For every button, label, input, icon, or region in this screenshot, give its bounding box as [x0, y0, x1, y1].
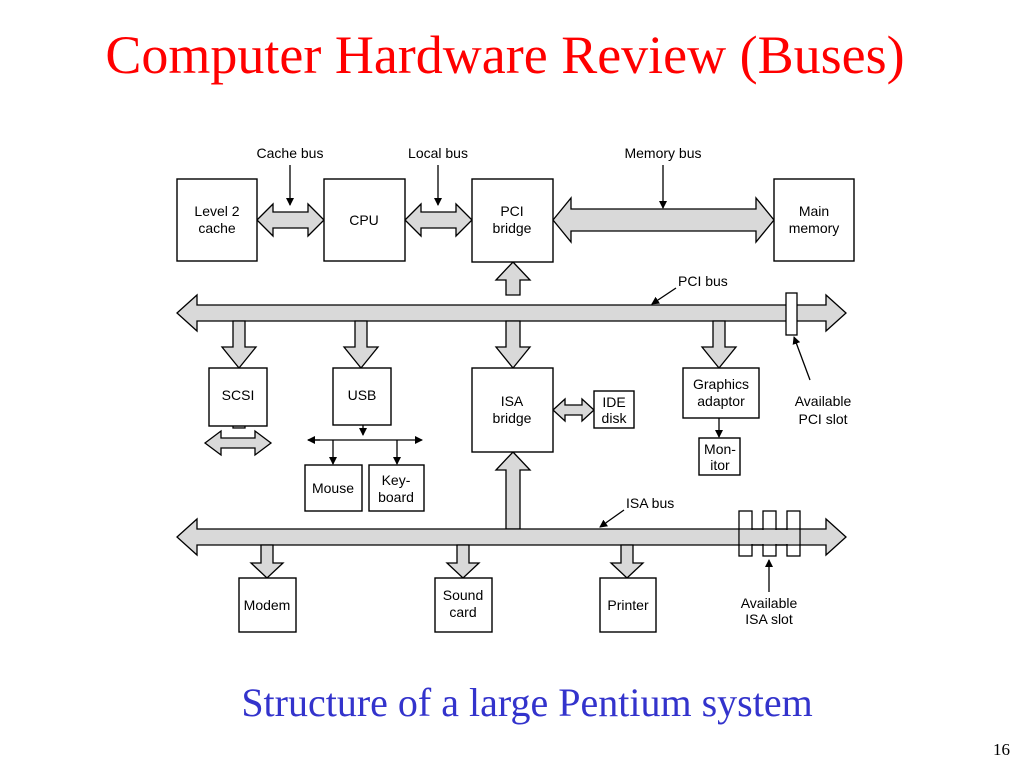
pci-bus-pointer — [651, 287, 677, 305]
svg-text:bridge: bridge — [493, 410, 532, 426]
main-memory-box: Main memory — [773, 178, 855, 262]
sound-card-box: Sound card — [434, 577, 493, 633]
isa-to-printer-arrow — [609, 544, 645, 579]
monitor-box: Mon- itor — [698, 437, 741, 476]
svg-text:CPU: CPU — [349, 212, 379, 228]
local-bus-arrow — [404, 202, 473, 238]
svg-text:ISA: ISA — [501, 393, 524, 409]
svg-text:Key-: Key- — [382, 472, 411, 488]
scsi-cable-arrow — [203, 429, 273, 457]
scsi-box: SCSI — [208, 367, 268, 427]
available-isa-slot-label: Available ISA slot — [741, 595, 798, 627]
modem-box: Modem — [238, 577, 297, 633]
graphics-adaptor-box: Graphics adaptor — [682, 367, 760, 419]
pci-to-usb-arrow — [342, 320, 380, 370]
svg-text:itor: itor — [710, 457, 730, 473]
pci-bridge-box: PCI bridge — [471, 178, 554, 263]
svg-text:Level 2: Level 2 — [194, 203, 239, 219]
pci-to-graphics-arrow — [700, 320, 738, 370]
isa-to-sound-card-arrow — [445, 544, 481, 579]
svg-text:adaptor: adaptor — [697, 393, 745, 409]
svg-text:Graphics: Graphics — [693, 376, 749, 392]
svg-text:Main: Main — [799, 203, 829, 219]
svg-text:IDE: IDE — [602, 394, 625, 410]
local-bus-label: Local bus — [408, 145, 468, 161]
pci-bridge-link-arrow — [494, 261, 532, 296]
pci-bus-label: PCI bus — [678, 273, 728, 289]
isa-bridge-box: ISA bridge — [471, 367, 554, 453]
svg-text:Mon-: Mon- — [704, 441, 736, 457]
svg-text:Available: Available — [795, 393, 852, 409]
page-number: 16 — [993, 740, 1010, 759]
svg-text:ISA slot: ISA slot — [745, 611, 793, 627]
svg-text:Printer: Printer — [607, 597, 649, 613]
pci-to-isa-bridge-arrow — [494, 320, 532, 370]
svg-text:USB: USB — [348, 387, 377, 403]
keyboard-box: Key- board — [368, 464, 425, 512]
mouse-box: Mouse — [304, 464, 363, 512]
ide-link-arrow — [552, 397, 595, 423]
slide-title: Computer Hardware Review (Buses) — [105, 25, 905, 85]
pci-to-scsi-arrow — [220, 320, 258, 370]
isa-bus — [176, 517, 847, 557]
cache-bus-label: Cache bus — [257, 145, 324, 161]
memory-bus-label: Memory bus — [624, 145, 701, 161]
level2-cache-box: Level 2 cache — [176, 178, 258, 262]
svg-text:disk: disk — [602, 410, 628, 426]
svg-text:cache: cache — [198, 220, 236, 236]
svg-text:PCI: PCI — [500, 203, 523, 219]
isa-to-modem-arrow — [249, 544, 285, 579]
isa-slot-band — [740, 530, 799, 544]
pci-slot-marker — [785, 292, 798, 336]
cpu-box: CPU — [323, 178, 406, 262]
pci-bus — [176, 293, 847, 333]
svg-text:PCI slot: PCI slot — [798, 411, 847, 427]
isa-bridge-link-arrow — [494, 451, 532, 530]
printer-box: Printer — [599, 577, 657, 633]
svg-text:bridge: bridge — [493, 220, 532, 236]
svg-text:Mouse: Mouse — [312, 480, 354, 496]
svg-text:Modem: Modem — [244, 597, 291, 613]
svg-text:memory: memory — [789, 220, 840, 236]
svg-text:Available: Available — [741, 595, 798, 611]
cache-bus-arrow — [256, 202, 325, 238]
pci-slot-pointer — [792, 336, 811, 381]
svg-text:Sound: Sound — [443, 587, 483, 603]
ide-disk-box: IDE disk — [593, 390, 635, 429]
isa-bus-label: ISA bus — [626, 495, 674, 511]
svg-text:card: card — [449, 604, 476, 620]
figure-caption: Structure of a large Pentium system — [241, 680, 813, 725]
usb-box: USB — [332, 367, 392, 426]
svg-text:SCSI: SCSI — [222, 387, 255, 403]
isa-bus-pointer — [599, 509, 625, 528]
svg-text:board: board — [378, 489, 414, 505]
available-pci-slot-label: Available PCI slot — [795, 393, 852, 427]
